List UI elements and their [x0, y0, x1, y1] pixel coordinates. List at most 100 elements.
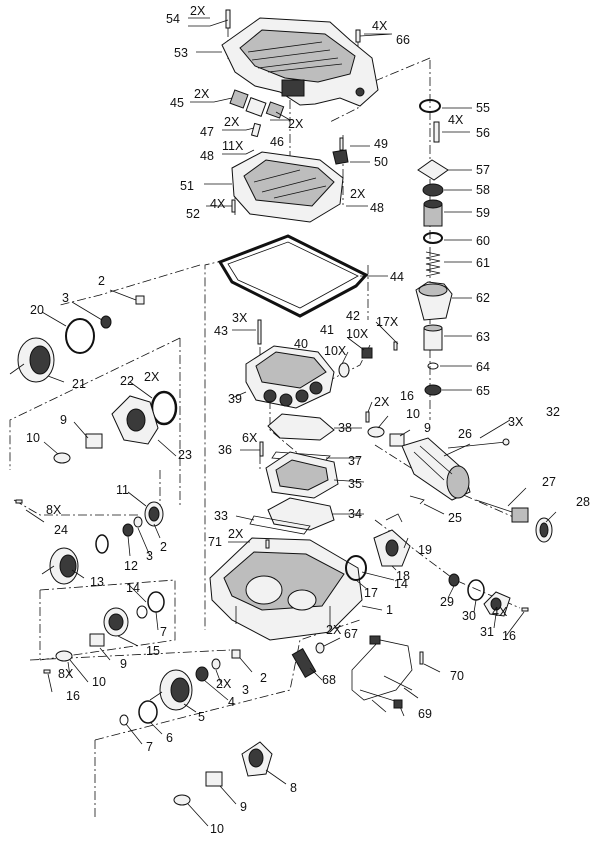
- callout-48-lower: 48: [370, 201, 384, 215]
- callout-66-qty: 4X: [372, 19, 388, 33]
- part-71-pin: [265, 539, 270, 549]
- callout-3-lower: 3: [242, 683, 249, 697]
- callout-31: 31: [480, 625, 494, 639]
- part-49-50-sensor: [332, 137, 349, 165]
- part-58-cap: [422, 183, 444, 197]
- part-9-connector-bottom: [205, 771, 223, 787]
- part-4-3-stack: [195, 658, 221, 682]
- part-56-pin: [433, 121, 440, 143]
- callout-14-right: 14: [394, 577, 408, 591]
- callout-7-lower: 7: [146, 740, 153, 754]
- callout-1: 1: [386, 603, 393, 617]
- callout-21: 21: [72, 377, 86, 391]
- callout-48-upper-qty: 11X: [222, 139, 244, 153]
- part-16-bolt-right: [521, 607, 529, 612]
- callout-51: 51: [180, 179, 194, 193]
- callout-26: 26: [458, 427, 472, 441]
- part-52-bolt: [231, 199, 236, 213]
- callout-32: 32: [546, 405, 560, 419]
- part-21-piston: [9, 337, 55, 383]
- part-13-piston: [41, 547, 79, 585]
- part-67-spring: [315, 642, 325, 654]
- callout-8x-lower: 8X: [58, 667, 74, 681]
- part-28-cap: [535, 517, 553, 543]
- callout-10-upper: 10: [26, 431, 40, 445]
- callout-42: 42: [346, 309, 360, 323]
- callout-38: 38: [338, 421, 352, 435]
- callout-43-qty: 3X: [232, 311, 248, 325]
- callout-7-upper: 7: [160, 625, 167, 639]
- part-36-bolt: [259, 441, 264, 457]
- callout-16-right: 16: [502, 629, 516, 643]
- callout-52-qty: 4X: [210, 197, 226, 211]
- callout-39: 39: [228, 392, 242, 406]
- callout-9-mid: 9: [424, 421, 431, 435]
- callout-11: 11: [116, 483, 129, 497]
- callout-55: 55: [476, 101, 490, 115]
- part-29-washer: [448, 573, 460, 587]
- part-27-rod: [475, 499, 529, 523]
- callout-41-qty: 10X: [346, 327, 369, 341]
- leader-lines: [25, 17, 557, 827]
- callout-69: 69: [418, 707, 432, 721]
- part-53-upper-cover: [221, 17, 379, 107]
- callout-71-qty: 2X: [228, 527, 244, 541]
- part-33-plate: [249, 515, 311, 535]
- callout-16-lower: 16: [66, 689, 80, 703]
- callout-48-lower-qty: 2X: [350, 187, 366, 201]
- part-24-bolt: [15, 499, 23, 504]
- callout-49: 49: [374, 137, 388, 151]
- callout-22-qty: 2X: [144, 370, 160, 384]
- part-55-o-ring: [419, 99, 441, 113]
- callout-29: 29: [440, 595, 454, 609]
- bolt-66: [355, 29, 361, 43]
- callout-17: 17: [364, 586, 378, 600]
- callout-61: 61: [476, 256, 490, 270]
- part-45-sleeves: [229, 89, 267, 117]
- callout-15: 15: [146, 644, 160, 658]
- callout-40-qty: 10X: [324, 344, 347, 358]
- callout-36: 36: [218, 443, 232, 457]
- callout-2-mid: 2: [160, 540, 167, 554]
- callout-56: 56: [476, 126, 490, 140]
- callout-4: 4: [228, 695, 235, 709]
- callout-36-qty: 6X: [242, 431, 258, 445]
- part-15-bracket: [103, 607, 129, 637]
- callout-8: 8: [290, 781, 297, 795]
- part-26-cylinder: [401, 437, 471, 501]
- part-19-clip: [385, 513, 403, 523]
- callout-3-upper: 3: [62, 291, 69, 305]
- part-34-gasket: [267, 497, 335, 531]
- part-16-bolt-lower: [43, 669, 51, 674]
- callout-58: 58: [476, 183, 490, 197]
- part-31-cover: [483, 591, 511, 617]
- callout-33: 33: [214, 509, 228, 523]
- part-8-bracket: [241, 741, 273, 777]
- callout-56-qty: 4X: [448, 113, 464, 127]
- part-18-housing: [373, 529, 411, 567]
- callout-50: 50: [374, 155, 388, 169]
- part-10-clip-left: [53, 452, 71, 464]
- callout-5: 5: [198, 710, 205, 724]
- callout-67-qty: 2X: [326, 623, 342, 637]
- part-46-sleeve: [265, 101, 285, 119]
- part-9-connector-left: [85, 433, 103, 449]
- callout-2-lower: 2: [260, 671, 267, 685]
- part-43-bolt: [257, 319, 262, 345]
- part-68-filter: [291, 648, 317, 678]
- part-9-connector-lower: [89, 633, 105, 647]
- callout-47-qty: 2X: [224, 115, 240, 129]
- callout-65: 65: [476, 384, 490, 398]
- part-38-plate: [267, 413, 335, 441]
- part-1-housing: [209, 537, 363, 641]
- callout-14-left: 14: [126, 581, 140, 595]
- callout-68: 68: [322, 673, 336, 687]
- callout-18: 18: [396, 569, 410, 583]
- callout-42-qty: 17X: [376, 315, 399, 329]
- part-10-clip-lower: [55, 650, 73, 662]
- callout-9-upper: 9: [60, 413, 67, 427]
- callout-63: 63: [476, 330, 490, 344]
- assembly-centre-lines: [9, 28, 521, 820]
- callout-45: 45: [170, 96, 184, 110]
